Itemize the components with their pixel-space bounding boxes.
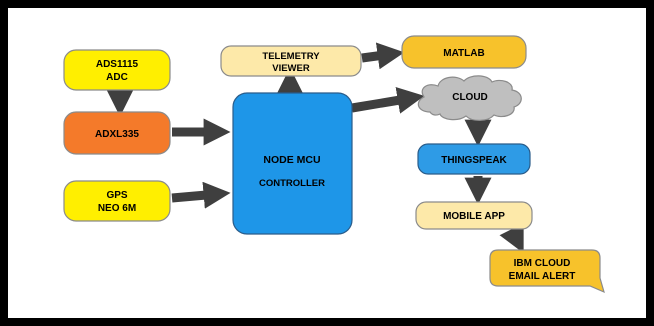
node-cloud: CLOUD [417,75,522,121]
node-mobile-app: MOBILE APP [415,201,533,230]
node-telemetry-box [220,45,362,77]
arrows [106,42,524,254]
node-adxl335: ADXL335 [63,111,171,155]
arrow-telemetry-to-matlab [361,42,405,70]
node-adxl335-label: ADXL335 [95,129,139,140]
arrow-controller-to-cloud [351,87,425,114]
node-ads1115-label-1: ADS1115 [96,59,139,70]
node-mobile-label: MOBILE APP [443,211,505,222]
node-gps-box [63,180,171,222]
node-gps-label-1: GPS [106,190,127,201]
node-telemetry-viewer: TELEMETRY VIEWER [220,45,362,77]
node-gps-label-2: NEO 6M [98,203,136,214]
cloud-shape [417,75,522,121]
node-gps: GPS NEO 6M [63,180,171,222]
arrow-gps-to-controller [171,181,231,209]
node-ibm-label-2: EMAIL ALERT [509,271,576,282]
node-thingspeak-box [417,143,531,175]
node-thingspeak: THINGSPEAK [417,143,531,175]
node-thingspeak-label: THINGSPEAK [441,155,507,166]
node-telemetry-label-1: TELEMETRY [262,51,320,62]
node-ibm-cloud: IBM CLOUD EMAIL ALERT [489,249,605,294]
node-matlab-label: MATLAB [443,48,484,59]
node-ads1115: ADS1115 ADC [63,49,171,91]
node-controller: NODE MCU CONTROLLER [232,92,353,235]
node-ibm-label-1: IBM CLOUD [514,258,571,269]
node-adxl335-box [63,111,171,155]
node-matlab-box [401,35,527,69]
node-controller-box [232,92,353,235]
arrow-mobile-to-ibm [499,223,524,254]
node-controller-label-1: NODE MCU [263,154,320,166]
node-ads1115-label-2: ADC [106,72,128,83]
node-cloud-label: CLOUD [452,92,488,103]
node-ads1115-box [63,49,171,91]
node-mobile-box [415,201,533,230]
node-matlab: MATLAB [401,35,527,69]
node-controller-label-2: CONTROLLER [259,178,325,189]
node-ibm-box [489,249,605,294]
node-telemetry-label-2: VIEWER [272,63,310,74]
